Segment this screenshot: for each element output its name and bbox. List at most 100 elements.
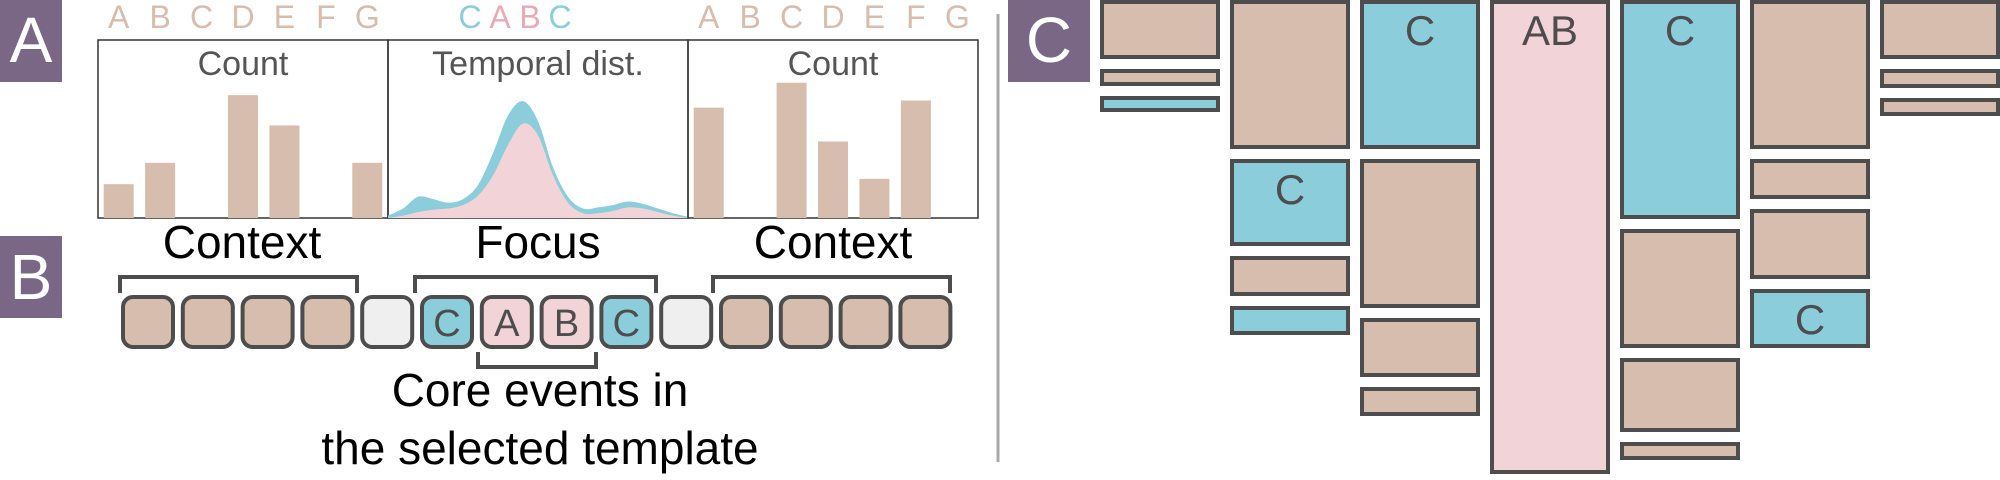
- category-label: E: [864, 0, 885, 35]
- category-label: A: [698, 0, 720, 35]
- treemap-cell: [1360, 0, 1480, 149]
- treemap-column-3: C: [1360, 0, 1480, 416]
- treemap-cell-label: AB: [1522, 7, 1578, 54]
- panel-b-event-sequence: Context Focus Context Core events in the…: [118, 216, 953, 474]
- panel-c-badge: C: [1008, 0, 1090, 82]
- category-label: G: [355, 0, 380, 35]
- event-box: B: [539, 295, 594, 349]
- event-box: [898, 295, 953, 349]
- treemap-cell: [1750, 159, 1870, 199]
- panel-b-label: B: [10, 241, 53, 313]
- treemap-cell: [1620, 0, 1740, 219]
- treemap-cell-label: C: [1275, 166, 1305, 213]
- bar: [103, 184, 134, 218]
- category-label: C: [190, 0, 213, 35]
- event-box-label: C: [433, 303, 460, 345]
- treemap-column-4: AB: [1490, 0, 1610, 474]
- treemap-cell: [1750, 289, 1870, 348]
- category-label: C: [780, 0, 803, 35]
- category-label: D: [821, 0, 844, 35]
- treemap-cell-label: C: [1405, 7, 1435, 54]
- panel-a-badge: A: [0, 0, 62, 82]
- category-label: F: [906, 0, 926, 35]
- treemap-cell: [1880, 0, 2000, 59]
- core-events-label-line2: the selected template: [321, 422, 758, 474]
- treemap-cell: [1360, 387, 1480, 416]
- panel-b-badge: B: [0, 236, 62, 318]
- event-box: [360, 295, 415, 349]
- focus-bracket: [413, 275, 658, 293]
- panel-a-label: A: [10, 4, 53, 76]
- bar: [269, 125, 300, 218]
- treemap-cell-label: C: [1665, 7, 1695, 54]
- treemap-column-5: C: [1620, 0, 1740, 460]
- treemap-cell: [1230, 306, 1350, 335]
- area-series-2: [388, 123, 688, 218]
- event-box-shape: [360, 295, 415, 349]
- event-box-shape: [599, 295, 654, 349]
- event-box: [180, 295, 235, 349]
- treemap-cell: [1360, 318, 1480, 377]
- event-box-label: C: [613, 303, 640, 345]
- treemap-cell: [1230, 256, 1350, 296]
- context-right-bracket: [711, 275, 952, 293]
- category-label: B: [519, 0, 540, 35]
- context-right-label: Context: [754, 216, 913, 268]
- focus-label: Focus: [475, 216, 600, 268]
- chart-title: Temporal dist.: [432, 45, 644, 83]
- event-box: [719, 295, 773, 349]
- category-label: B: [739, 0, 760, 35]
- treemap-cell: [1100, 96, 1220, 112]
- treemap-cell-label: C: [1795, 296, 1825, 343]
- event-box-shape: [300, 295, 355, 349]
- treemap-cell: [1620, 358, 1740, 432]
- event-box-shape: [838, 295, 893, 349]
- event-box: [659, 295, 714, 349]
- event-box-shape: [420, 295, 474, 349]
- event-box: A: [479, 295, 534, 349]
- event-box-shape: [240, 295, 295, 349]
- event-box: [300, 295, 355, 349]
- category-label: C: [548, 0, 571, 35]
- bar: [228, 95, 258, 218]
- event-box-shape: [121, 295, 175, 349]
- event-box: [121, 295, 175, 349]
- treemap-column-1: [1100, 0, 1220, 112]
- panel-c-treemap: C C AB C C: [1100, 0, 2000, 474]
- bar: [352, 162, 383, 218]
- bar: [900, 100, 931, 218]
- category-label: C: [458, 0, 481, 35]
- category-label: D: [231, 0, 254, 35]
- core-events-bracket: [476, 352, 598, 369]
- event-box: C: [599, 295, 654, 349]
- event-box-shape: [778, 295, 833, 349]
- treemap-cell: [1100, 69, 1220, 86]
- treemap-cell: [1100, 0, 1220, 59]
- event-box-shape: [539, 295, 594, 349]
- treemap-cell: [1620, 442, 1740, 460]
- treemap-cell: [1490, 0, 1610, 474]
- treemap-column-7: [1880, 0, 2000, 116]
- bar: [859, 178, 890, 218]
- context-left-bracket: [118, 275, 359, 293]
- treemap-cell: [1230, 159, 1350, 246]
- category-label: A: [108, 0, 130, 35]
- treemap-cell: [1360, 159, 1480, 308]
- panel-c-label: C: [1026, 4, 1072, 76]
- category-label: B: [149, 0, 170, 35]
- chart-title: Count: [788, 45, 879, 83]
- treemap-cell: [1750, 209, 1870, 279]
- event-box: C: [420, 295, 474, 349]
- treemap-column-2: C: [1230, 0, 1350, 335]
- treemap-cell: [1750, 0, 1870, 149]
- category-label: E: [274, 0, 295, 35]
- event-box-label: A: [494, 303, 520, 345]
- treemap-cell: [1620, 229, 1740, 348]
- core-events-label-line1: Core events in: [392, 364, 689, 416]
- event-box-shape: [479, 295, 534, 349]
